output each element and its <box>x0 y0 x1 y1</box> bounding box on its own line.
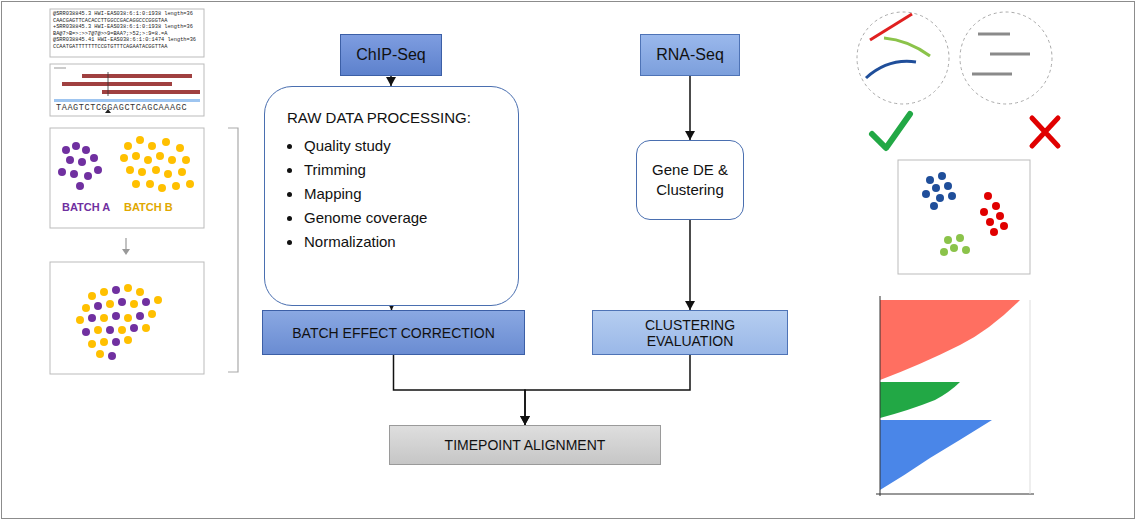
sequence-text: TAAGTCTCGGAGCTCAGCAAAGC <box>56 103 187 113</box>
fastq-line: @SRR038845.41 HWI-EAS038:6:1:0:1474 leng… <box>53 37 196 44</box>
bullet-item: Quality study <box>287 134 391 158</box>
box-label: Gene DE & Clustering <box>645 160 735 200</box>
bullet-dot <box>287 168 292 173</box>
flow-arrow <box>386 76 396 86</box>
box-label: TIMEPOINT ALIGNMENT <box>445 437 606 453</box>
fastq-line: CAACGAGTTCACACCTTGGCCGACAGGCCCGGGTAA <box>53 18 167 25</box>
box-label: RNA-Seq <box>656 46 724 64</box>
bullet-text: Trimming <box>304 158 366 182</box>
flow-arrow <box>685 220 695 310</box>
bullet-dot <box>287 144 292 149</box>
bullet-text: Quality study <box>304 134 391 158</box>
fastq-line: +SRR038845.3 HWI-EAS038:6:1:0:1938 lengt… <box>53 24 193 31</box>
batch-label: BATCH B <box>124 201 173 213</box>
flow-arrow <box>394 355 531 425</box>
box-label: ChIP-Seq <box>356 46 425 64</box>
fastq-line: @SRR038845.3 HWI-EAS038:6:1:0:1938 lengt… <box>53 11 193 18</box>
bullet-dot <box>287 240 292 245</box>
flow-arrow <box>520 355 690 425</box>
process-box: RAW DATA PROCESSING: Quality studyTrimmin… <box>264 86 519 306</box>
bullet-text: Normalization <box>304 230 396 254</box>
source-box: RNA-Seq <box>640 34 740 76</box>
bullet-dot <box>287 216 292 221</box>
fastq-line: BA@7>B=>:>>7@7@>>9=BAA?;>52;>:9=8.=A <box>53 31 167 38</box>
box-heading: RAW DATA PROCESSING: <box>287 109 471 126</box>
bullet-text: Mapping <box>304 182 362 206</box>
box-label: CLUSTERING EVALUATION <box>601 317 779 349</box>
process-box: Gene DE & Clustering <box>636 140 744 220</box>
bullet-item: Genome coverage <box>287 206 427 230</box>
bullet-item: Trimming <box>287 158 366 182</box>
step-box: CLUSTERING EVALUATION <box>592 310 788 355</box>
step-box: BATCH EFFECT CORRECTION <box>262 310 525 355</box>
source-box: ChIP-Seq <box>340 34 442 76</box>
fastq-line: CCAATGATTTTTTTCCGTGTTTCAGAATACGGTTAA <box>53 44 167 51</box>
flow-arrow <box>685 76 695 140</box>
bullet-item: Normalization <box>287 230 396 254</box>
bullet-item: Mapping <box>287 182 362 206</box>
bullet-dot <box>287 192 292 197</box>
bullet-text: Genome coverage <box>304 206 427 230</box>
box-label: BATCH EFFECT CORRECTION <box>292 325 495 341</box>
batch-label: BATCH A <box>62 201 110 213</box>
result-box: TIMEPOINT ALIGNMENT <box>389 425 661 465</box>
